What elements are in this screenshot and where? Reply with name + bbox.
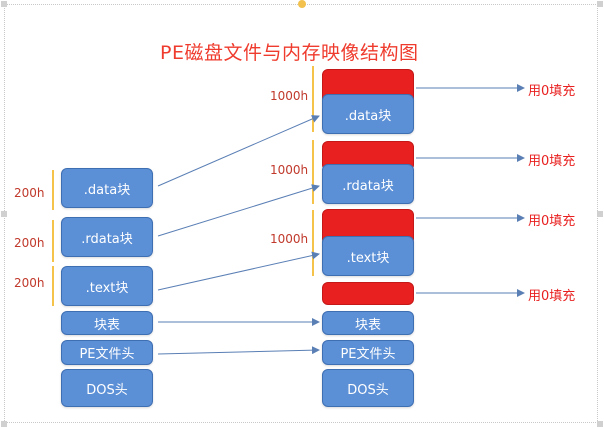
left-resize-handle[interactable]: [1, 211, 7, 217]
mem-dos-header[interactable]: DOS头: [322, 369, 414, 407]
top-right-resize-handle[interactable]: [597, 1, 603, 7]
mem-section-table[interactable]: 块表: [322, 311, 414, 335]
zero-fill-label-4: 用0填充: [528, 289, 576, 304]
arrow-data-to-memory: [157, 115, 320, 187]
file-pe-header[interactable]: PE文件头: [61, 340, 153, 365]
arrow-text-to-memory: [157, 251, 320, 291]
mem-data-section[interactable]: .data块: [322, 94, 414, 134]
file-section-table[interactable]: 块表: [61, 311, 153, 335]
file-data-size-bracket: [52, 170, 54, 210]
file-text-size-bracket: [52, 266, 54, 306]
file-rdata-section[interactable]: .rdata块: [61, 217, 153, 257]
diagram-title: PE磁盘文件与内存映像结构图: [160, 42, 419, 64]
file-dos-header[interactable]: DOS头: [61, 369, 153, 407]
mem-data-size-bracket: [312, 66, 314, 132]
file-text-size-label: 200h: [14, 276, 45, 290]
zero-fill-label-2: 用0填充: [528, 154, 576, 169]
mem-text-size-label: 1000h: [270, 232, 309, 246]
mem-rdata-section[interactable]: .rdata块: [322, 164, 414, 204]
bottom-right-resize-handle[interactable]: [597, 421, 603, 427]
mem-text-section[interactable]: .text块: [322, 236, 414, 276]
zero-fill-label-1: 用0填充: [528, 84, 576, 99]
mem-rdata-size-bracket: [312, 140, 314, 204]
zero-fill-label-3: 用0填充: [528, 214, 576, 229]
file-data-section[interactable]: .data块: [61, 168, 153, 208]
top-resize-handle[interactable]: [298, 0, 306, 8]
arrow-pe-header-to-memory: [157, 346, 320, 355]
file-rdata-size-label: 200h: [14, 236, 45, 250]
mem-data-size-label: 1000h: [270, 89, 309, 103]
file-rdata-size-bracket: [52, 220, 54, 262]
file-data-size-label: 200h: [14, 186, 45, 200]
top-left-resize-handle[interactable]: [1, 1, 7, 7]
right-resize-handle[interactable]: [597, 211, 603, 217]
arrow-rdata-to-memory: [157, 184, 320, 237]
bottom-left-resize-handle[interactable]: [1, 421, 7, 427]
mem-rdata-size-label: 1000h: [270, 163, 309, 177]
mem-text-size-bracket: [312, 210, 314, 276]
mem-pe-header[interactable]: PE文件头: [322, 340, 414, 365]
mem-header-padding[interactable]: [322, 282, 414, 305]
file-text-section[interactable]: .text块: [61, 266, 153, 306]
